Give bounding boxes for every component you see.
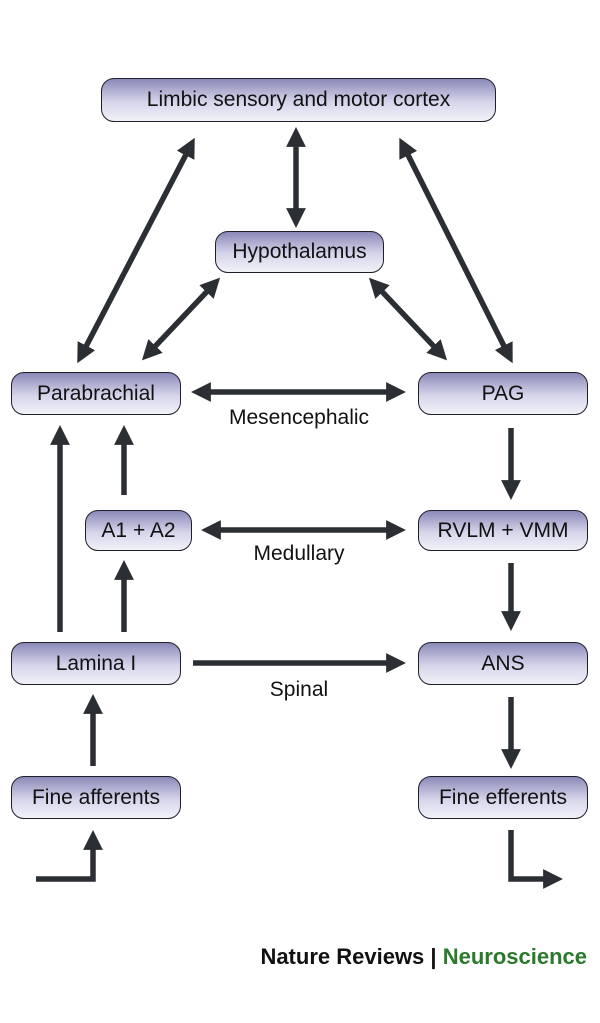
node-parabrachial: Parabrachial [11,372,181,415]
arrow-hypothalamus-pag [368,277,448,361]
node-ans-label: ANS [481,651,525,675]
journal-credit: Nature Reviews | Neuroscience [260,944,587,970]
arrow-cortex-pag [399,137,513,364]
node-pag: PAG [418,372,588,415]
node-ans: ANS [418,642,588,685]
node-hypothalamus-label: Hypothalamus [232,240,367,263]
node-parabrachial-label: Parabrachial [37,381,155,405]
credit-field: Neuroscience [442,944,587,969]
node-rvlm-vmm: RVLM + VMM [418,510,588,551]
credit-journal: Nature Reviews [260,944,425,969]
arrow-efferents-output [508,830,563,889]
arrow-input-afferents [36,830,103,882]
node-lamina-i-label: Lamina I [55,651,137,675]
node-fine-efferents: Fine efferents [418,776,588,819]
node-limbic-cortex: Limbic sensory and motor cortex [101,78,496,122]
node-fine-afferents: Fine afferents [11,776,181,819]
label-spinal: Spinal [269,678,329,701]
node-a1-a2-label: A1 + A2 [101,518,176,542]
node-a1-a2: A1 + A2 [85,510,192,551]
node-pag-label: PAG [481,381,525,405]
node-lamina-i: Lamina I [11,642,181,685]
node-fine-afferents-label: Fine afferents [31,785,161,809]
arrow-cortex-parabrachial [77,137,195,364]
label-medullary: Medullary [253,542,345,565]
label-mesencephalic: Mesencephalic [228,406,370,429]
arrow-hypothalamus-parabrachial [141,277,221,361]
node-rvlm-vmm-label: RVLM + VMM [437,518,569,542]
node-hypothalamus: Hypothalamus [215,231,384,273]
node-limbic-cortex-label: Limbic sensory and motor cortex [146,88,451,111]
node-fine-efferents-label: Fine efferents [438,785,568,809]
credit-separator: | [430,944,437,969]
